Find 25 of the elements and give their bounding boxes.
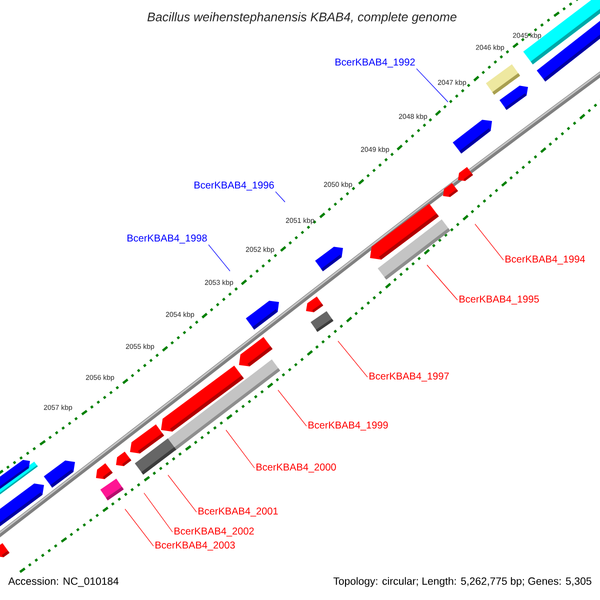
leader-line — [416, 68, 448, 102]
gene-label: BcerKBAB4_2002 — [174, 528, 254, 536]
gene-label: BcerKBAB4_1992 — [336, 58, 415, 68]
gene-label: BcerKBAB4_2000 — [256, 464, 336, 472]
gene-label: BcerKBAB4_1996 — [194, 182, 274, 190]
footer-text: Topology: circular; Length: 5,262,775 bp; Genes: 5,305 — [333, 577, 592, 587]
gene-label: BcerKBAB4_1995 — [460, 296, 539, 304]
leader-line — [278, 390, 307, 426]
footer-text: Accession: NC_010184 — [8, 577, 119, 587]
leader-line — [426, 264, 458, 300]
gene-label: BcerKBAB4_1999 — [308, 422, 388, 430]
map-title: Bacillus weihenstephanensis KBAB4, complete genome — [147, 12, 456, 24]
gene-label: BcerKBAB4_2001 — [198, 508, 278, 516]
gene-label: BcerKBAB4_1994 — [506, 256, 585, 264]
leader-line — [208, 244, 230, 272]
leader-line — [144, 492, 173, 532]
leader-line — [338, 340, 368, 378]
leader-line — [275, 191, 286, 202]
gene-label: BcerKBAB4_1997 — [370, 372, 449, 382]
leader-line — [124, 508, 154, 546]
leader-line — [168, 474, 197, 512]
leader-line — [226, 430, 255, 468]
gene-label: BcerKBAB4_2003 — [156, 542, 235, 550]
gene-label: BcerKBAB4_1998 — [128, 234, 207, 244]
leader-line — [474, 224, 504, 260]
